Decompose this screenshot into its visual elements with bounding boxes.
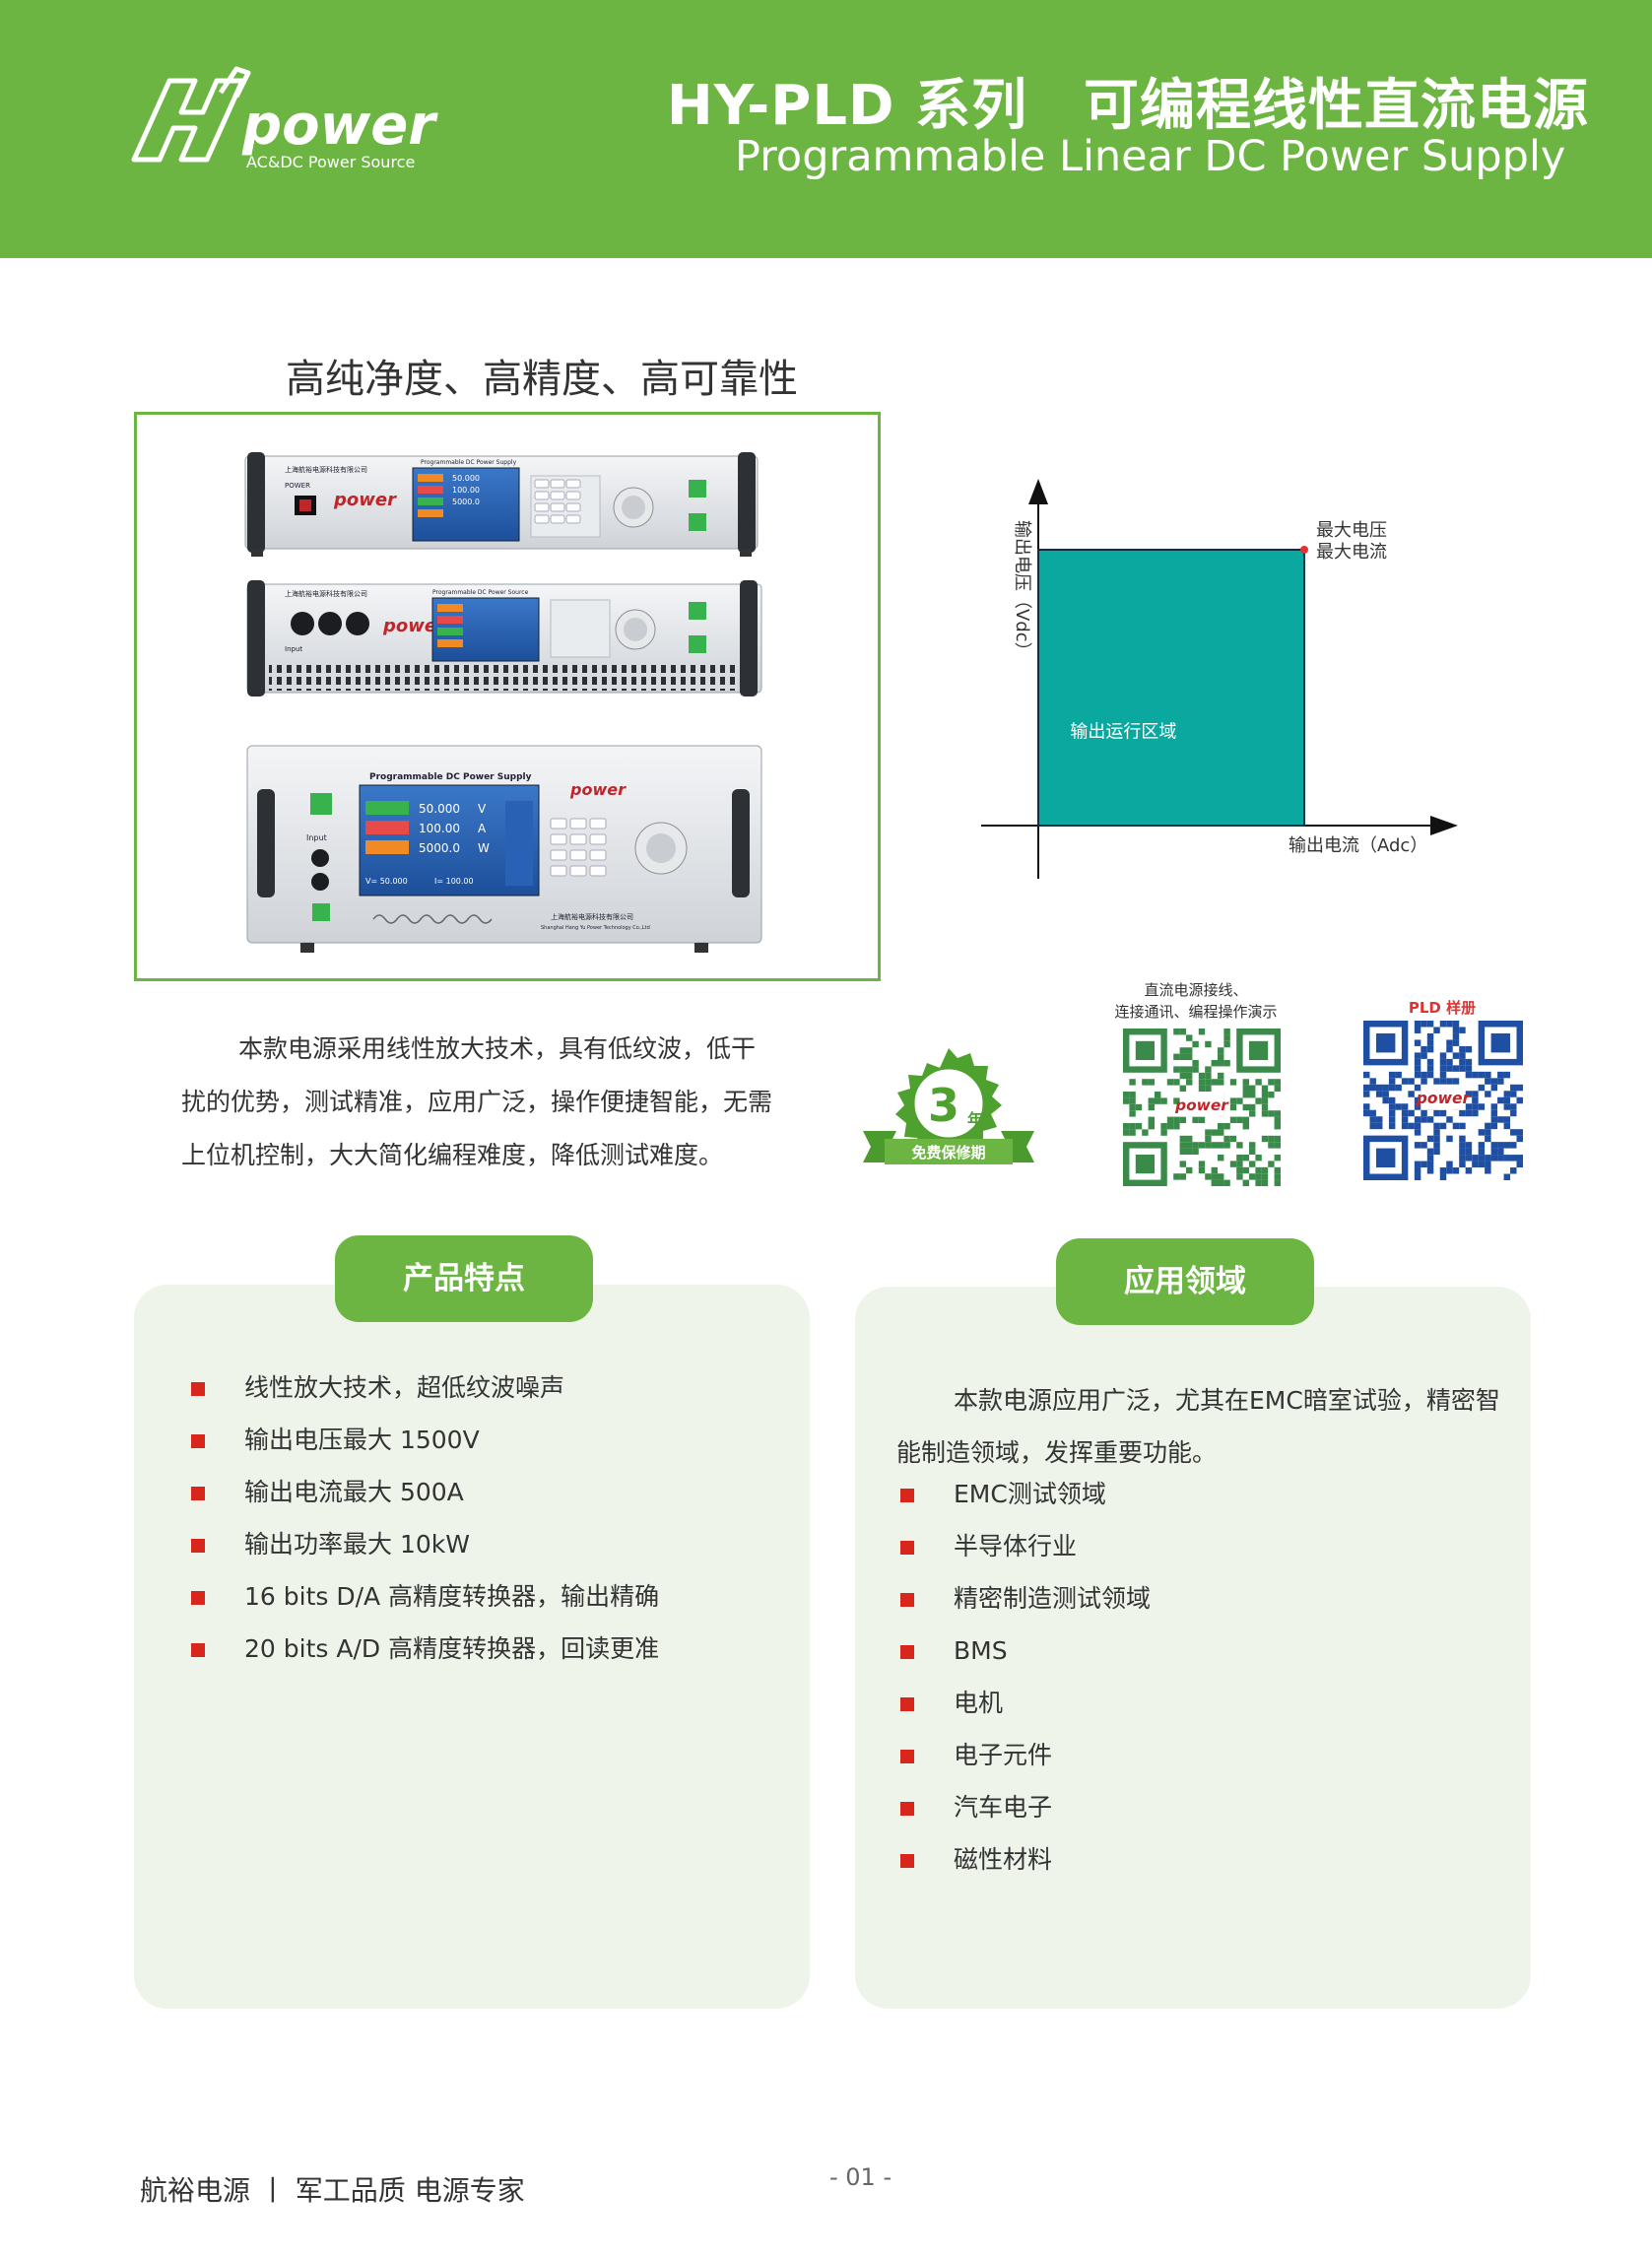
x-axis-label: 输出电流（Adc）: [1289, 835, 1427, 856]
lcd-current-set: I= 100.00: [434, 877, 474, 886]
catalog-qr-caption: PLD 样册: [1408, 999, 1477, 1017]
application-item: 电机: [900, 1689, 1151, 1741]
y-axis-label: 输出电压（Vdc）: [1012, 520, 1032, 660]
power-supply-unit-1: 上海航裕电源科技有限公司 POWER power Programmable DC…: [244, 452, 759, 557]
svg-text:power: power: [382, 616, 446, 636]
unit1-maker-label: 上海航裕电源科技有限公司: [285, 465, 367, 474]
footer-slogan: 航裕电源 丨 军工品质 电源专家: [140, 2174, 525, 2207]
unit3-panel-title: Programmable DC Power Supply: [369, 772, 532, 782]
warranty-text: 免费保修期: [911, 1144, 985, 1162]
applications-panel: [855, 1287, 1531, 2009]
operating-region-label: 输出运行区域: [1070, 721, 1176, 742]
application-item: 电子元件: [900, 1741, 1151, 1793]
svg-text:power: power: [569, 780, 627, 799]
svg-text:100.00: 100.00: [452, 486, 480, 495]
product-photo: 上海航裕电源科技有限公司 POWER power Programmable DC…: [244, 452, 762, 953]
applications-intro-text: 本款电源应用广泛，尤其在EMC暗室试验，精密智能制造领域，发挥重要功能。: [896, 1386, 1500, 1467]
warranty-years: 3: [928, 1079, 959, 1132]
x-axis-arrow: [1430, 816, 1458, 835]
demo-qr-caption: 直流电源接线、 连接通讯、编程操作演示: [1113, 979, 1279, 1023]
lcd-voltage-set: V= 50.000: [365, 877, 408, 886]
application-item: BMS: [900, 1636, 1151, 1689]
hypower-logo: power AC&DC Power Source: [131, 66, 438, 171]
max-current-label: 最大电流: [1316, 542, 1387, 563]
applications-title: 应用领域: [1056, 1238, 1314, 1325]
unit2-panel-title: Programmable DC Power Source: [432, 589, 529, 596]
header-banner: [0, 0, 1652, 258]
features-title: 产品特点: [335, 1235, 593, 1322]
catalog-qr-code[interactable]: power: [1363, 1021, 1523, 1180]
demo-qr-code[interactable]: power: [1123, 1029, 1281, 1186]
feature-item: 输出电流最大 500A: [191, 1478, 659, 1530]
feature-item: 线性放大技术，超低纹波噪声: [191, 1373, 659, 1426]
title-english: Programmable Linear DC Power Supply: [735, 132, 1566, 181]
demo-qr-caption-line1: 直流电源接线、: [1144, 981, 1248, 999]
svg-text:power: power: [333, 490, 397, 510]
unit3-maker-label-en: Shanghai Hang Yu Power Technology Co.,Lt…: [541, 925, 650, 931]
unit3-maker-label: 上海航裕电源科技有限公司: [551, 912, 633, 921]
demo-qr-logo: power: [1174, 1096, 1229, 1114]
logo-subtitle: AC&DC Power Source: [246, 153, 415, 171]
voltage-current-chart: 输出运行区域 最大电压 最大电流 输出电流（Adc） 输出电压（Vdc）: [981, 479, 1458, 879]
logo-hy-mark: [131, 66, 251, 163]
title-chinese: HY-PLD 系列 可编程线性直流电源: [666, 74, 1589, 138]
application-item: 汽车电子: [900, 1793, 1151, 1845]
logo-text: power: [241, 94, 438, 158]
application-item: 半导体行业: [900, 1532, 1151, 1584]
product-image-frame: 上海航裕电源科技有限公司 POWER power Programmable DC…: [134, 412, 881, 981]
svg-text:50.000: 50.000: [452, 474, 480, 483]
feature-item: 20 bits A/D 高精度转换器，回读更准: [191, 1634, 659, 1687]
intro-text: 本款电源采用线性放大技术，具有低纹波，低干扰的优势，测试精准，应用广泛，操作便捷…: [181, 1034, 773, 1169]
lcd-current-unit: A: [478, 822, 487, 835]
ribbon: [885, 1139, 1013, 1164]
features-list: 线性放大技术，超低纹波噪声 输出电压最大 1500V 输出电流最大 500A 输…: [191, 1373, 659, 1687]
warranty-unit: 年: [967, 1110, 983, 1129]
applications-intro: 本款电源应用广泛，尤其在EMC暗室试验，精密智能制造领域，发挥重要功能。: [896, 1374, 1523, 1479]
max-corner-point: [1300, 546, 1308, 554]
feature-item: 输出功率最大 10kW: [191, 1530, 659, 1582]
intro-paragraph: 本款电源采用线性放大技术，具有低纹波，低干扰的优势，测试精准，应用广泛，操作便捷…: [181, 1023, 772, 1182]
power-supply-unit-3: Input Programmable DC Power Supply 50.00…: [246, 745, 762, 953]
lcd-power-unit: W: [478, 841, 490, 855]
lcd-current-reading: 100.00: [419, 822, 460, 835]
catalog-qr-logo: power: [1416, 1090, 1472, 1107]
feature-item: 16 bits D/A 高精度转换器，输出精确: [191, 1582, 659, 1634]
application-item: 精密制造测试领域: [900, 1584, 1151, 1636]
unit2-maker-label: 上海航裕电源科技有限公司: [285, 589, 367, 598]
applications-list: EMC测试领域 半导体行业 精密制造测试领域 BMS 电机 电子元件 汽车电子 …: [900, 1480, 1151, 1897]
feature-item: 输出电压最大 1500V: [191, 1426, 659, 1478]
lcd-voltage-reading: 50.000: [419, 802, 460, 816]
application-item: EMC测试领域: [900, 1480, 1151, 1532]
tagline: 高纯净度、高精度、高可靠性: [286, 357, 798, 402]
power-supply-unit-2: 上海航裕电源科技有限公司 Input power Programmable DC…: [246, 580, 762, 697]
unit1-panel-title: Programmable DC Power Supply: [421, 459, 517, 466]
operating-region: [1037, 549, 1305, 827]
svg-text:5000.0: 5000.0: [452, 498, 480, 506]
application-item: 磁性材料: [900, 1845, 1151, 1897]
lcd-power-reading: 5000.0: [419, 841, 460, 855]
page-number: - 01 -: [829, 2163, 892, 2191]
unit3-input-label: Input: [306, 833, 327, 842]
warranty-badge: 3 年 免费保修期: [863, 1048, 1034, 1164]
max-voltage-label: 最大电压: [1316, 520, 1387, 541]
unit2-input-label: Input: [285, 645, 302, 653]
features-panel: [134, 1285, 810, 2009]
demo-qr-caption-line2: 连接通讯、编程操作演示: [1114, 1003, 1278, 1021]
y-axis-arrow: [1028, 479, 1048, 504]
lcd-voltage-unit: V: [478, 802, 487, 816]
unit1-power-label: POWER: [285, 482, 310, 490]
